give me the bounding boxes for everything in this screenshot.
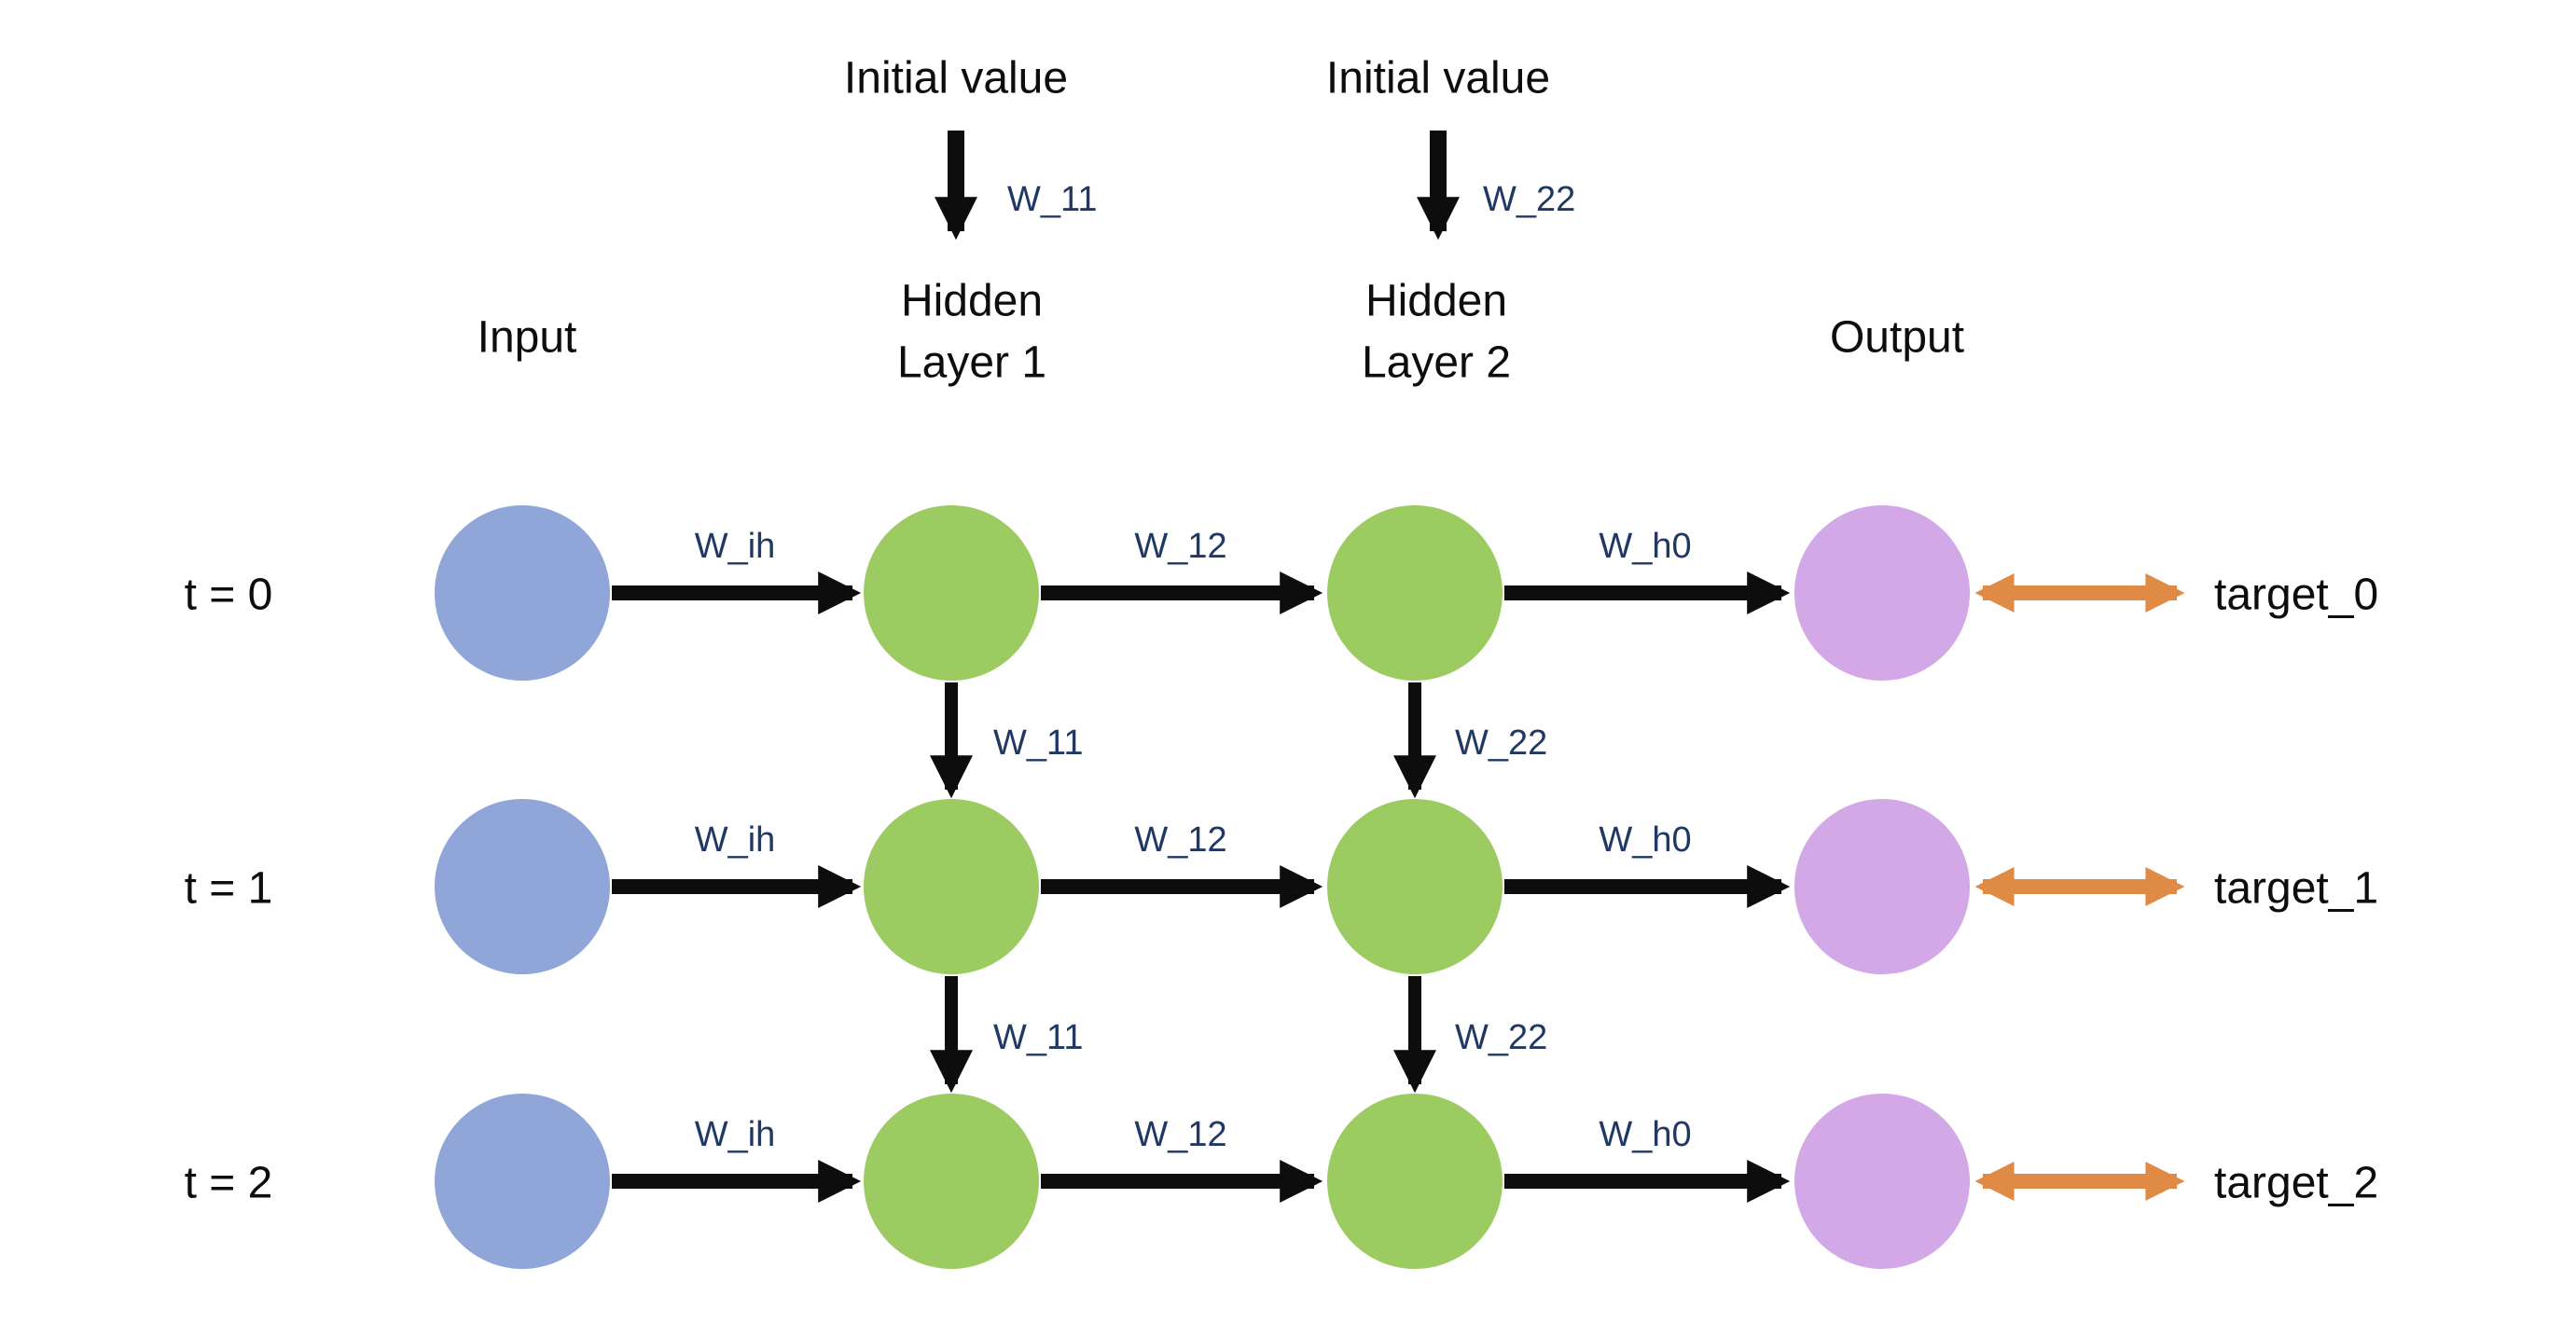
output-node-t2 [1794,1094,1970,1269]
hidden2-node-t0 [1327,505,1503,681]
target-label-t2: target_2 [2214,1159,2378,1208]
weight-label-w-12-t1: W_12 [1134,820,1226,860]
target-label-t0: target_0 [2214,571,2378,620]
recurrent-weight-label-w22-t1-t2: W_22 [1455,1018,1547,1057]
input-node-t0 [435,505,610,681]
column-header-hidden1-line2: Layer 1 [897,338,1046,388]
column-header-output: Output [1830,313,1964,363]
hidden2-node-t1 [1327,799,1503,974]
recurrent-weight-label-w11-t1-t2: W_11 [993,1018,1083,1057]
initial-value-label-h1: Initial value [844,54,1068,103]
initial-weight-label-w22: W_22 [1483,180,1575,219]
hidden1-node-t1 [864,799,1039,974]
weight-label-w-h0-t0: W_h0 [1599,527,1691,566]
weight-label-w-h0-t2: W_h0 [1599,1115,1691,1154]
initial-weight-label-w11: W_11 [1007,180,1097,219]
hidden1-node-t0 [864,505,1039,681]
hidden1-node-t2 [864,1094,1039,1269]
output-node-t1 [1794,799,1970,974]
weight-label-w-ih-t2: W_ih [695,1115,776,1154]
weight-label-w-h0-t1: W_h0 [1599,820,1691,860]
column-header-input: Input [478,313,577,363]
output-node-t0 [1794,505,1970,681]
weight-label-w-12-t2: W_12 [1134,1115,1226,1154]
column-header-hidden1-line1: Hidden [901,277,1043,326]
target-label-t1: target_1 [2214,864,2378,914]
recurrent-weight-label-w22-t0-t1: W_22 [1455,723,1547,763]
hidden2-node-t2 [1327,1094,1503,1269]
column-header-hidden2-line1: Hidden [1365,277,1507,326]
row-label-t2: t = 2 [185,1159,273,1208]
row-label-t0: t = 0 [185,571,273,620]
weight-label-w-ih-t0: W_ih [695,527,776,566]
input-node-t1 [435,799,610,974]
initial-value-label-h2: Initial value [1326,54,1550,103]
weight-label-w-12-t0: W_12 [1134,527,1226,566]
input-node-t2 [435,1094,610,1269]
row-label-t1: t = 1 [185,864,273,914]
column-header-hidden2-line2: Layer 2 [1362,338,1511,388]
recurrent-weight-label-w11-t0-t1: W_11 [993,723,1083,763]
weight-label-w-ih-t1: W_ih [695,820,776,860]
